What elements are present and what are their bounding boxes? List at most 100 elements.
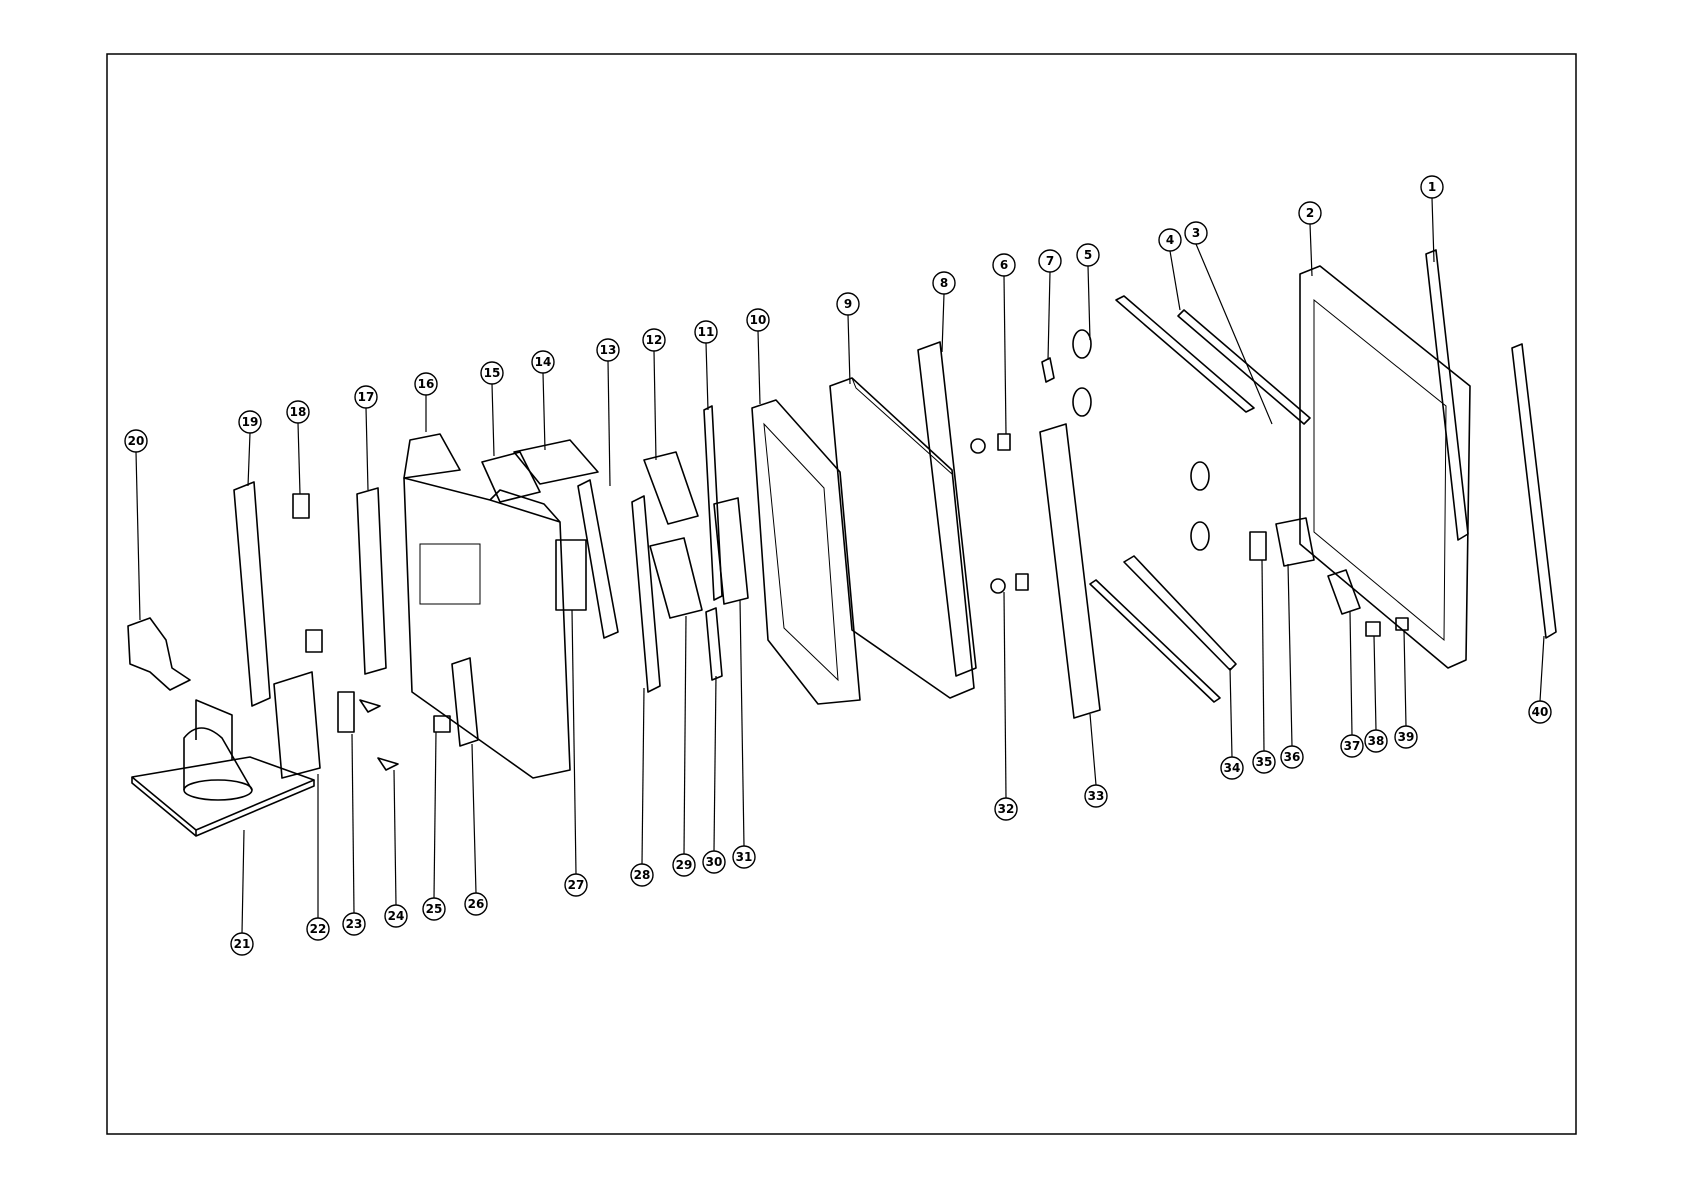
callout-25: 25: [423, 898, 445, 920]
callout-label: 11: [698, 325, 715, 339]
leader-line-4: [1170, 251, 1180, 310]
part-21-stand-base: [132, 700, 314, 836]
part-13-bracket: [578, 480, 618, 638]
callout-20: 20: [125, 430, 147, 452]
part-19-side-trim: [234, 482, 270, 706]
leader-line-29: [684, 616, 686, 854]
callout-label: 34: [1224, 761, 1241, 775]
callout-18: 18: [287, 401, 309, 423]
callout-37: 37: [1341, 735, 1363, 757]
leader-line-2: [1310, 224, 1312, 276]
callout-29: 29: [673, 854, 695, 876]
part-4-strip: [1116, 296, 1254, 412]
part-39-part: [1396, 618, 1408, 630]
callout-32: 32: [995, 798, 1017, 820]
part-23-bracket: [338, 692, 354, 732]
callout-3: 3: [1185, 222, 1207, 244]
callout-label: 40: [1532, 705, 1549, 719]
callout-label: 3: [1192, 226, 1200, 240]
leader-line-27: [572, 610, 576, 874]
leader-line-30: [714, 676, 716, 851]
leader-line-6: [1004, 276, 1006, 434]
callout-label: 19: [242, 415, 259, 429]
callout-label: 5: [1084, 248, 1092, 262]
callout-label: 4: [1166, 233, 1174, 247]
callout-label: 10: [750, 313, 767, 327]
part-6b-clip: [998, 434, 1010, 450]
part-38-part: [1366, 622, 1380, 636]
part-12-power-board: [644, 452, 698, 524]
callout-12: 12: [643, 329, 665, 351]
callout-23: 23: [343, 913, 365, 935]
callout-label: 16: [418, 377, 435, 391]
callout-label: 23: [346, 917, 363, 931]
part-35-bracket: [1250, 532, 1266, 560]
callout-6: 6: [993, 254, 1015, 276]
callout-label: 7: [1046, 254, 1054, 268]
leader-line-9: [848, 315, 850, 384]
callout-label: 35: [1256, 755, 1273, 769]
callout-28: 28: [631, 864, 653, 886]
leader-line-18: [298, 423, 300, 494]
callout-label: 30: [706, 855, 723, 869]
callout-27: 27: [565, 874, 587, 896]
part-14-shield: [514, 440, 598, 484]
leader-line-11: [706, 343, 708, 410]
leader-line-33: [1090, 714, 1096, 785]
callout-label: 24: [388, 909, 405, 923]
leader-line-35: [1262, 560, 1264, 751]
callout-label: 33: [1088, 789, 1105, 803]
callout-label: 25: [426, 902, 443, 916]
leader-line-19: [248, 433, 250, 486]
part-28-bracket: [632, 496, 660, 692]
callout-24: 24: [385, 905, 407, 927]
callout-13: 13: [597, 339, 619, 361]
callout-22: 22: [307, 918, 329, 940]
leader-line-12: [654, 351, 656, 460]
part-16-back-cover: [404, 434, 570, 778]
callout-label: 12: [646, 333, 663, 347]
callout-35: 35: [1253, 751, 1275, 773]
part-20-stand-cover: [128, 618, 190, 690]
callout-label: 22: [310, 922, 327, 936]
leader-line-32: [1004, 592, 1006, 798]
callout-label: 38: [1368, 734, 1385, 748]
leader-line-28: [642, 688, 644, 864]
callout-10: 10: [747, 309, 769, 331]
part-33-side-frame: [1040, 424, 1100, 718]
part-30-board: [706, 608, 722, 680]
callout-label: 14: [535, 355, 552, 369]
callout-label: 32: [998, 802, 1015, 816]
leader-line-14: [543, 373, 545, 450]
part-29-power-board: [650, 538, 702, 618]
callout-7: 7: [1039, 250, 1061, 272]
callout-2: 2: [1299, 202, 1321, 224]
callout-16: 16: [415, 373, 437, 395]
part-25-jack: [434, 716, 450, 732]
callout-11: 11: [695, 321, 717, 343]
callout-label: 2: [1306, 206, 1314, 220]
part-34-strip: [1124, 556, 1236, 670]
leader-line-23: [352, 734, 354, 913]
leader-line-25: [434, 732, 436, 898]
callout-40: 40: [1529, 701, 1551, 723]
callout-14: 14: [532, 351, 554, 373]
leader-line-31: [740, 600, 744, 846]
leader-line-5: [1088, 266, 1090, 340]
part-3-strip: [1178, 310, 1310, 424]
callout-34: 34: [1221, 757, 1243, 779]
part-7-clip: [1042, 358, 1054, 382]
callout-label: 18: [290, 405, 307, 419]
callout-17: 17: [355, 386, 377, 408]
callout-1: 1: [1421, 176, 1443, 198]
part-37-board: [1328, 570, 1360, 614]
part-31-board: [714, 498, 748, 604]
callout-label: 9: [844, 297, 852, 311]
leader-line-34: [1230, 668, 1232, 757]
part-10-chassis: [752, 400, 860, 704]
leader-line-7: [1048, 272, 1050, 360]
part-24-clip: [360, 700, 398, 770]
leader-line-1: [1432, 198, 1434, 262]
